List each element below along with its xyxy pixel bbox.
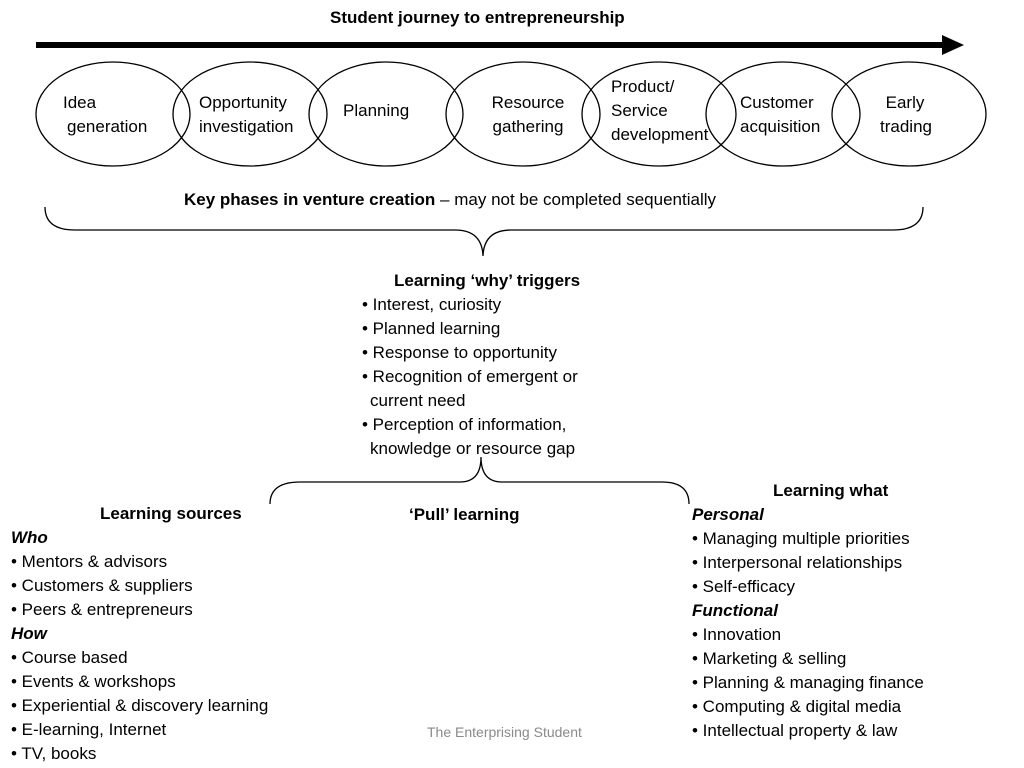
sources-who-item: • Peers & entrepreneurs [11,600,193,619]
sources-how-item: • Course based [11,648,128,667]
what-personal-item: • Managing multiple priorities [692,529,910,548]
what-personal-item: • Interpersonal relationships [692,553,903,572]
triggers-item: • Recognition of emergent or [362,367,578,386]
sources-how-item: • Experiential & discovery learning [11,696,269,715]
what-personal-label: Personal [692,505,764,524]
phase-label-6: Customer acquisition [740,93,821,136]
what-functional-item: • Intellectual property & law [692,721,898,740]
what-personal-item: • Self-efficacy [692,577,795,596]
sources-how-item: • Events & workshops [11,672,176,691]
phase-oval-6 [705,61,861,167]
phase-label-1: Idea generation [63,93,148,136]
phase-oval-2 [172,61,328,167]
sources-how-label: How [11,624,47,643]
phase-label-3: Planning [343,101,410,120]
pull-learning-label: ‘Pull’ learning [409,505,520,524]
phase-label-2: Opportunity investigation [199,93,294,136]
what-functional-item: • Computing & digital media [692,697,902,716]
sources-heading: Learning sources [100,504,242,523]
what-functional-item: • Marketing & selling [692,649,847,668]
phase-label-5: Product/ Service development [611,77,709,144]
phases-brace [44,206,924,257]
triggers-item: knowledge or resource gap [370,439,576,458]
diagram-title: Student journey to entrepreneurship [330,8,625,27]
triggers-item: current need [370,391,466,410]
phase-label-4: Resource gathering [491,93,565,136]
footer-text: The Enterprising Student [427,724,582,740]
phase-oval-1 [35,61,191,167]
what-heading: Learning what [773,481,889,500]
triggers-item: • Planned learning [362,319,501,338]
what-functional-item: • Planning & managing finance [692,673,924,692]
sources-who-item: • Customers & suppliers [11,576,193,595]
triggers-item: • Interest, curiosity [362,295,502,314]
triggers-item: • Perception of information, [362,415,567,434]
phase-oval-5 [581,61,737,167]
pull-learning-brace [269,456,690,505]
what-functional-item: • Innovation [692,625,782,644]
phase-label-7: Early trading [880,93,932,136]
what-functional-label: Functional [692,601,778,620]
triggers-item: • Response to opportunity [362,343,557,362]
sources-who-label: Who [11,528,48,547]
journey-arrow-head [942,35,964,55]
triggers-heading: Learning ‘why’ triggers [394,271,581,290]
sources-how-item: • E-learning, Internet [11,720,167,739]
phase-oval-3 [308,61,464,167]
sources-who-item: • Mentors & advisors [11,552,168,571]
phase-oval-4 [445,61,601,167]
phase-oval-7 [831,61,987,167]
phases-caption: Key phases in venture creation – may not… [184,190,716,209]
sources-how-item: • TV, books [11,744,97,763]
